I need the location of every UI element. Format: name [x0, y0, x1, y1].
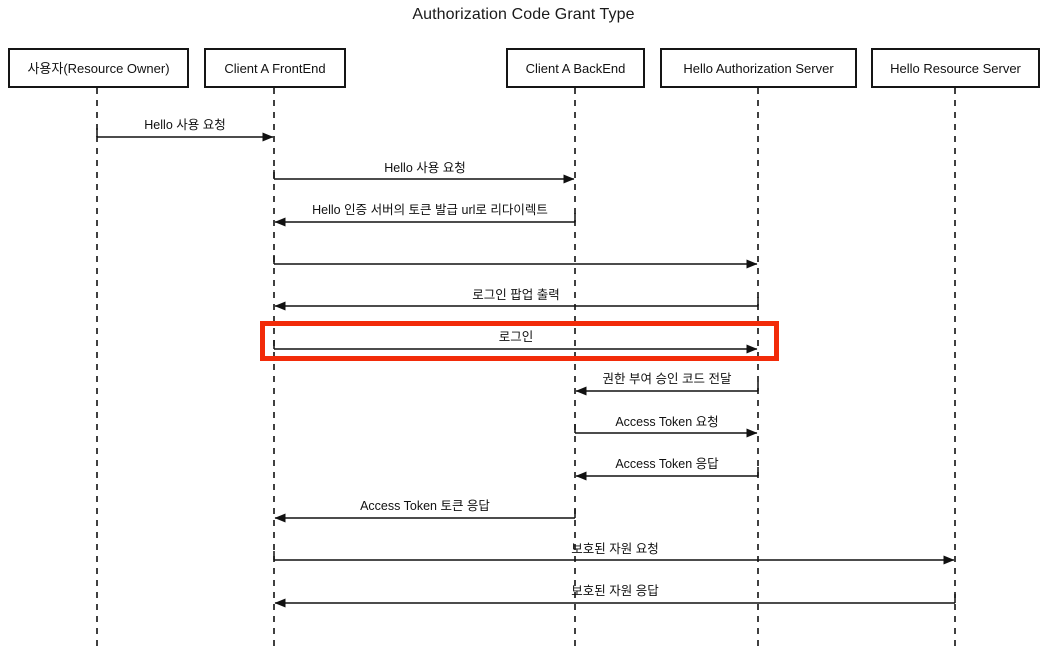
participant-label-authsrv: Hello Authorization Server: [683, 60, 834, 76]
participant-box-user: 사용자(Resource Owner): [8, 48, 189, 88]
page-title: Authorization Code Grant Type: [412, 6, 635, 23]
message-label-5: 로그인 팝업 출력: [472, 288, 560, 302]
participant-box-ressrv: Hello Resource Server: [871, 48, 1040, 88]
message-label-3: Hello 인증 서버의 토큰 발급 url로 리다이렉트: [312, 203, 548, 217]
participant-label-frontend: Client A FrontEnd: [224, 60, 326, 76]
message-label-10: Access Token 토큰 응답: [360, 499, 490, 513]
message-label-11: 보호된 자원 요청: [571, 542, 659, 556]
message-label-7: 권한 부여 승인 코드 전달: [602, 372, 732, 386]
participant-label-user: 사용자(Resource Owner): [27, 60, 170, 76]
message-label-9: Access Token 응답: [615, 457, 719, 471]
message-arrows-group: [96, 128, 956, 608]
participant-box-authsrv: Hello Authorization Server: [660, 48, 857, 88]
participant-box-backend: Client A BackEnd: [506, 48, 645, 88]
participant-box-frontend: Client A FrontEnd: [204, 48, 346, 88]
message-label-12: 보호된 자원 응답: [571, 584, 659, 598]
message-label-8: Access Token 요청: [615, 415, 719, 429]
participant-label-backend: Client A BackEnd: [525, 60, 626, 76]
participant-label-ressrv: Hello Resource Server: [890, 60, 1021, 76]
message-label-1: Hello 사용 요청: [144, 118, 226, 132]
message-label-2: Hello 사용 요청: [384, 161, 466, 175]
message-label-6: 로그인: [498, 330, 534, 344]
lifelines-group: [96, 88, 956, 652]
